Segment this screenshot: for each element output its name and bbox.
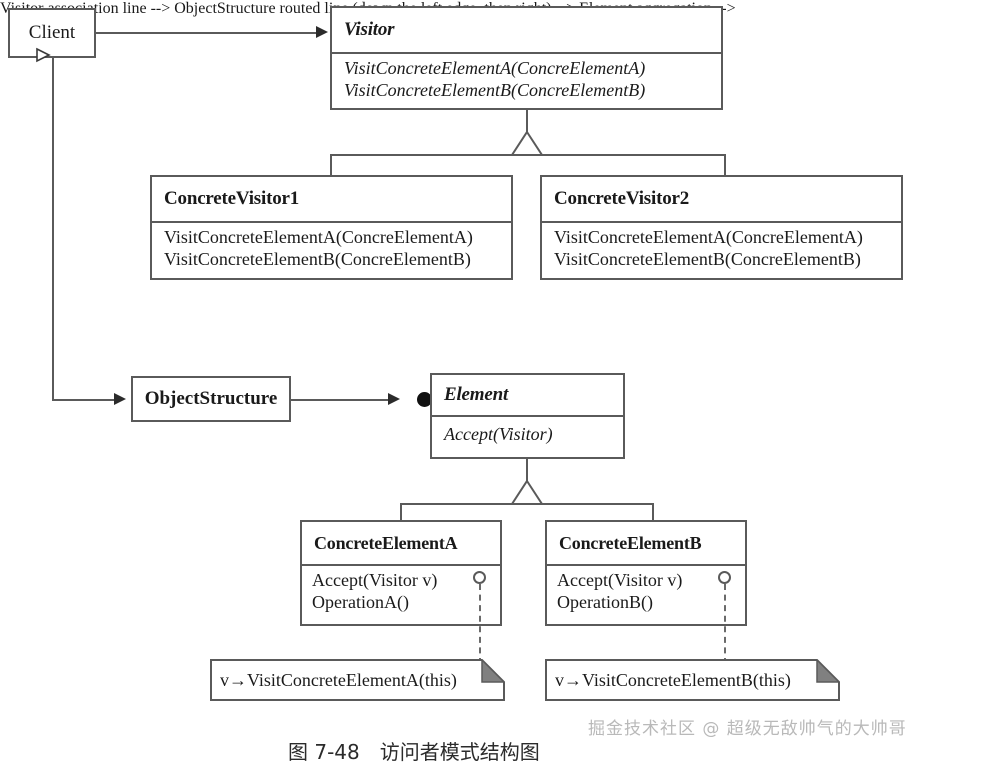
operation-item: VisitConcreteElementA(ConcreElementA) bbox=[164, 227, 473, 247]
note-anchor-circle-a bbox=[473, 571, 486, 584]
operation-item: VisitConcreteElementB(ConcreElementB) bbox=[554, 248, 861, 269]
note-leader-line-b bbox=[724, 584, 726, 664]
inherit-stem-element bbox=[526, 459, 528, 481]
class-name-element: Element bbox=[444, 384, 509, 405]
inherit-bus-element bbox=[400, 503, 654, 505]
inherit-drop-concretevisitor2 bbox=[724, 154, 726, 176]
aggregation-dot-element bbox=[417, 392, 432, 407]
class-operations-concretevisitor2: VisitConcreteElementA(ConcreElementA) Vi… bbox=[542, 223, 901, 271]
dependency-arrowhead-client bbox=[36, 47, 51, 63]
class-box-client[interactable]: Client bbox=[8, 8, 96, 58]
class-box-concreteelementa[interactable]: ConcreteElementA Accept(Visitor v) Opera… bbox=[300, 520, 502, 626]
class-operations-concretevisitor1: VisitConcreteElementA(ConcreElementA) Vi… bbox=[152, 223, 511, 271]
compartment-divider bbox=[432, 415, 623, 417]
class-box-element[interactable]: Element Accept(Visitor) bbox=[430, 373, 625, 459]
class-box-visitor[interactable]: Visitor VisitConcreteElementA(ConcreElem… bbox=[330, 6, 723, 110]
assoc-client-to-visitor bbox=[96, 32, 318, 34]
compartment-divider bbox=[542, 221, 901, 223]
class-name-concreteelementb: ConcreteElementB bbox=[559, 532, 702, 553]
class-box-concretevisitor1[interactable]: ConcreteVisitor1 VisitConcreteElementA(C… bbox=[150, 175, 513, 280]
note-frame-a bbox=[210, 659, 505, 701]
note-frame-b bbox=[545, 659, 840, 701]
note-leader-line-a bbox=[479, 584, 481, 664]
operation-item: VisitConcreteElementA(ConcreElementA) bbox=[554, 227, 863, 247]
compartment-divider bbox=[547, 564, 745, 566]
class-name-objectstructure: ObjectStructure bbox=[144, 388, 278, 409]
class-box-objectstructure[interactable]: ObjectStructure bbox=[131, 376, 291, 422]
operation-item: OperationB() bbox=[557, 591, 653, 612]
operation-item: VisitConcreteElementB(ConcreElementB) bbox=[344, 79, 646, 100]
note-anchor-circle-b bbox=[718, 571, 731, 584]
arrowhead-objectstructure-element bbox=[388, 393, 400, 405]
operation-item: Accept(Visitor v) bbox=[312, 570, 438, 590]
assoc-client-to-objectstructure-vertical bbox=[52, 56, 54, 400]
operation-item: VisitConcreteElementB(ConcreElementB) bbox=[164, 248, 471, 269]
operation-item: Accept(Visitor v) bbox=[557, 570, 683, 590]
class-operations-concreteelementb: Accept(Visitor v) OperationB() bbox=[547, 566, 745, 614]
class-name-concretevisitor2: ConcreteVisitor2 bbox=[554, 188, 690, 209]
compartment-divider bbox=[302, 564, 500, 566]
compartment-divider bbox=[152, 221, 511, 223]
inherit-bus-visitor bbox=[330, 154, 726, 156]
inherit-drop-concretevisitor1 bbox=[330, 154, 332, 176]
note-text-a: v→VisitConcreteElementA(this) bbox=[220, 669, 457, 690]
inherit-stem-visitor bbox=[526, 110, 528, 132]
inherit-drop-concreteelementa bbox=[400, 503, 402, 521]
note-box-a[interactable]: v→VisitConcreteElementA(this) bbox=[210, 659, 505, 701]
class-operations-visitor: VisitConcreteElementA(ConcreElementA) Vi… bbox=[332, 54, 721, 102]
class-name-concreteelementa: ConcreteElementA bbox=[314, 532, 458, 553]
figure-caption: 图 7-48 访问者模式结构图 bbox=[288, 740, 540, 762]
operation-item: Accept(Visitor) bbox=[444, 424, 553, 444]
note-text-b: v→VisitConcreteElementB(this) bbox=[555, 669, 791, 690]
note-box-b[interactable]: v→VisitConcreteElementB(this) bbox=[545, 659, 840, 701]
operation-item: OperationA() bbox=[312, 591, 409, 612]
inherit-drop-concreteelementb bbox=[652, 503, 654, 521]
assoc-client-to-objectstructure-horizontal bbox=[52, 399, 116, 401]
class-name-visitor: Visitor bbox=[344, 19, 395, 40]
arrowhead-client-visitor bbox=[316, 26, 328, 38]
class-operations-concreteelementa: Accept(Visitor v) OperationA() bbox=[302, 566, 500, 614]
class-name-client: Client bbox=[28, 22, 76, 43]
class-box-concreteelementb[interactable]: ConcreteElementB Accept(Visitor v) Opera… bbox=[545, 520, 747, 626]
operation-item: VisitConcreteElementA(ConcreElementA) bbox=[344, 58, 646, 78]
class-box-concretevisitor2[interactable]: ConcreteVisitor2 VisitConcreteElementA(C… bbox=[540, 175, 903, 280]
class-name-concretevisitor1: ConcreteVisitor1 bbox=[164, 188, 300, 209]
arrowhead-client-objectstructure bbox=[114, 393, 126, 405]
compartment-divider bbox=[332, 52, 721, 54]
assoc-objectstructure-to-element bbox=[291, 399, 389, 401]
class-operations-element: Accept(Visitor) bbox=[432, 417, 623, 446]
watermark-text: 掘金技术社区 @ 超级无敌帅气的大帅哥 bbox=[588, 719, 907, 739]
